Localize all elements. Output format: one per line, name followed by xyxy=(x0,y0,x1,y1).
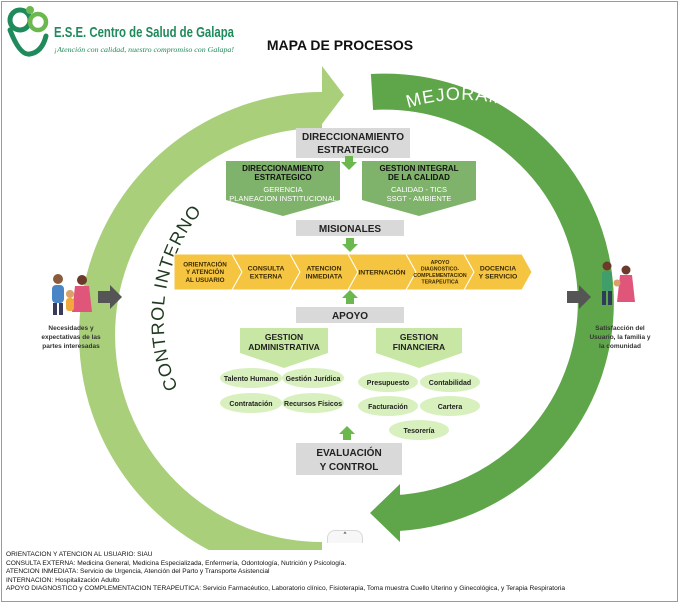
financial-box: GESTION FINANCIERA xyxy=(376,328,462,368)
legend: ORIENTACION Y ATENCION AL USUARIO: SIAU … xyxy=(6,551,676,594)
admin-box: GESTION ADMINISTRATIVA xyxy=(240,328,328,368)
process-step-5: APOYODIAGNOSTICO-COMPLEMENTACIONTERAPEUT… xyxy=(405,253,475,291)
process-step-label: CONSULTA xyxy=(248,265,285,272)
strategic-left-item-1: GERENCIA xyxy=(263,185,302,194)
evaluation-header: EVALUACIÓN Y CONTROL xyxy=(296,443,402,475)
financial-title-1: GESTION xyxy=(400,332,438,342)
process-step-label: COMPLEMENTACION xyxy=(413,273,466,279)
financial-item: Presupuesto xyxy=(367,380,409,387)
improvement-arc-arrow xyxy=(370,484,400,542)
arrow-right-icon xyxy=(567,285,591,309)
logo: E.S.E. Centro de Salud de Galapa ¡Atenci… xyxy=(7,6,235,57)
control-arc-arrow xyxy=(322,66,344,124)
evaluation-header-line-2: Y CONTROL xyxy=(320,462,379,473)
output-caption-2: Usuario, la familia y xyxy=(589,334,650,341)
admin-item: Talento Humano xyxy=(224,376,278,383)
legend-line: ATENCION INMEDIATA: Servicio de Urgencia… xyxy=(6,568,270,576)
output-caption-3: la comunidad xyxy=(599,343,641,350)
arrow-right-icon xyxy=(98,285,122,309)
org-name: E.S.E. Centro de Salud de Galapa xyxy=(54,24,234,41)
legend-line: INTERNACION: Hospitalización Adulto xyxy=(6,576,120,584)
financial-item: Tesorería xyxy=(404,428,435,435)
strategic-header-line-2: ESTRATEGICO xyxy=(317,145,389,156)
process-step-label: Y ATENCIÓN xyxy=(186,267,224,276)
process-step-label: DIAGNOSTICO- xyxy=(421,267,460,273)
strategic-right-item-2: SSGT - AMBIENTE xyxy=(387,194,452,203)
chevron-up-icon[interactable]: ˄ xyxy=(327,530,363,543)
process-step-label: ORIENTACIÓN xyxy=(183,260,227,269)
chevron-shape xyxy=(463,253,533,291)
satisfied-family-icon xyxy=(602,261,635,305)
control-interno-label: CONTROL INTERNO xyxy=(147,201,205,394)
missional-header-text: MISIONALES xyxy=(319,224,382,235)
legend-line: CONSULTA EXTERNA: Medicina General, Medi… xyxy=(6,559,347,567)
strategic-right-item-1: CALIDAD - TICS xyxy=(391,185,447,194)
legend-line: APOYO DIAGNOSTICO y COMPLEMENTACION TERA… xyxy=(6,585,566,593)
support-header-text: APOYO xyxy=(332,311,368,322)
financial-item: Cartera xyxy=(438,404,463,411)
arrow-up-icon xyxy=(339,426,355,440)
strategic-left-title-1: DIRECCIONAMIENTO xyxy=(242,164,324,173)
financial-items: Presupuesto Contabilidad Facturación Car… xyxy=(358,372,480,440)
strategic-header-line-1: DIRECCIONAMIENTO xyxy=(302,132,404,143)
family-icon xyxy=(52,274,92,315)
evaluation-header-line-1: EVALUACIÓN xyxy=(316,446,381,459)
control-arc xyxy=(79,92,323,550)
arrow-down-icon xyxy=(342,238,358,252)
improvement-arc xyxy=(370,73,614,531)
strategic-left-item-2: PLANEACION INSTITUCIONAL xyxy=(229,194,337,203)
arrow-up-icon xyxy=(342,290,358,304)
process-step-label: ATENCION xyxy=(307,265,342,272)
process-step-4: INTERNACIÓN xyxy=(347,253,417,291)
strategic-right-title-2: DE LA CALIDAD xyxy=(388,173,450,182)
legend-line: ORIENTACION Y ATENCION AL USUARIO: SIAU xyxy=(6,551,153,558)
process-step-label: INMEDIATA xyxy=(306,273,343,280)
admin-items: Talento Humano Gestión Jurídica Contrata… xyxy=(220,368,344,413)
input-caption-3: partes interesadas xyxy=(42,343,100,350)
input-caption-1: Necesidades y xyxy=(48,325,94,332)
financial-title-2: FINANCIERA xyxy=(393,342,445,352)
process-step-label: EXTERNA xyxy=(250,273,283,280)
strategic-header: DIRECCIONAMIENTO ESTRATEGICO xyxy=(296,128,410,158)
strategic-right-title-1: GESTION INTEGRAL xyxy=(379,164,458,173)
support-header: APOYO xyxy=(296,307,404,323)
admin-item: Contratación xyxy=(229,401,272,408)
arrow-down-icon xyxy=(341,156,357,170)
org-slogan: ¡Atención con calidad, nuestro compromis… xyxy=(54,45,235,54)
process-step-label: INTERNACIÓN xyxy=(358,267,405,276)
strategic-left-title-2: ESTRATEGICO xyxy=(254,173,311,182)
admin-item: Recursos Físicos xyxy=(284,401,342,408)
heart-figures-logo-icon xyxy=(7,6,49,57)
output-caption-1: Satisfacción del xyxy=(595,325,645,332)
admin-title-1: GESTION xyxy=(265,332,303,342)
process-step-label: TERAPEUTICA xyxy=(422,280,459,286)
financial-item: Facturación xyxy=(368,404,408,411)
financial-item: Contabilidad xyxy=(429,380,471,387)
page-title: MAPA DE PROCESOS xyxy=(267,37,413,53)
missional-header: MISIONALES xyxy=(296,220,404,236)
admin-item: Gestión Jurídica xyxy=(286,376,341,383)
process-step-label: DOCENCIA xyxy=(480,265,516,272)
strategic-right-box: GESTION INTEGRAL DE LA CALIDAD CALIDAD -… xyxy=(362,161,476,216)
strategic-left-box: DIRECCIONAMIENTO ESTRATEGICO GERENCIA PL… xyxy=(226,161,340,216)
process-step-label: APOYO xyxy=(431,260,450,266)
input-caption-2: expectativas de las xyxy=(41,334,101,341)
process-map: E.S.E. Centro de Salud de Galapa ¡Atenci… xyxy=(7,6,651,550)
process-step-label: AL USUARIO xyxy=(185,277,224,284)
admin-title-2: ADMINISTRATIVA xyxy=(248,342,319,352)
process-step-label: Y SERVICIO xyxy=(479,273,518,280)
